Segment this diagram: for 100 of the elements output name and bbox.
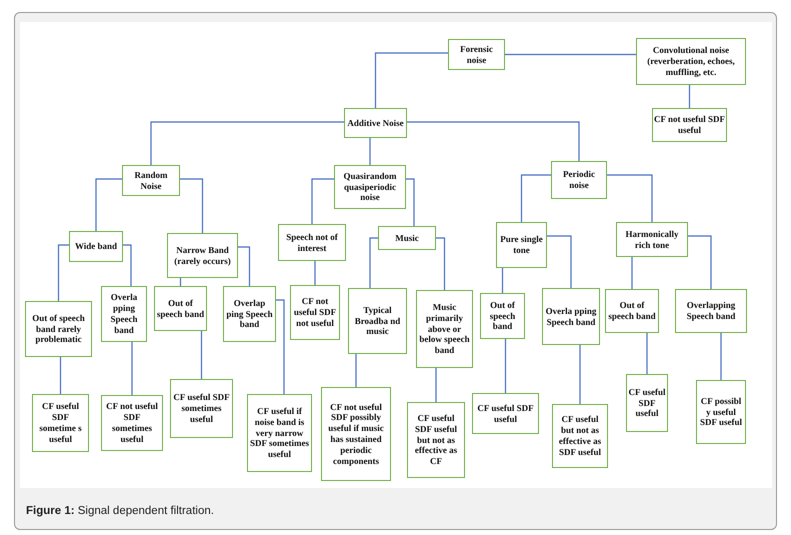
connector-line [505, 54, 636, 56]
category-box [636, 38, 746, 85]
box-label: Out of speech band [156, 298, 206, 320]
category-box [605, 289, 659, 333]
box-label: Typical Broadba nd music [354, 304, 402, 338]
box-label: CF not useful SDF not useful [292, 296, 338, 329]
category-box [448, 39, 505, 70]
category-box [170, 379, 233, 438]
box-label: Random Noise [133, 170, 168, 192]
category-box [32, 394, 89, 452]
box-label: Out of speech band rarely problematic [31, 312, 86, 346]
connector-line [631, 257, 633, 289]
category-box [378, 226, 436, 250]
connector-line [200, 331, 202, 379]
category-box [101, 395, 163, 451]
connector-line [374, 52, 448, 108]
connector-line [436, 237, 446, 290]
connector-line [314, 261, 316, 285]
box-label: CF useful but not as effective as SDF useful [558, 414, 602, 458]
connector-line [95, 178, 122, 231]
category-box [334, 165, 406, 209]
connector-line [720, 333, 722, 380]
figure-caption: Figure 1: Signal dependent filtration. [26, 505, 214, 517]
connector-line [238, 246, 250, 286]
connector-line [504, 339, 506, 393]
box-label: CF not useful SDF sometimes useful [105, 401, 159, 445]
box-label: Pure single tone [499, 234, 544, 256]
box-label: Music [394, 232, 420, 244]
connector-line [435, 368, 437, 402]
box-label: CF useful SDF sometimes useful [172, 392, 231, 425]
connector-line [311, 178, 334, 224]
box-label: Harmonically rich tone [624, 228, 680, 250]
category-box [167, 233, 238, 278]
box-label: CF possibl y useful SDF useful [699, 396, 743, 428]
category-box [154, 286, 207, 331]
box-label: Quasirandom quasiperiodic noise [342, 170, 398, 204]
box-label: Additive Noise [346, 118, 405, 128]
box-label: CF useful SDF useful [476, 402, 535, 424]
connector-line [355, 354, 357, 387]
box-label: Wide band [74, 241, 118, 252]
connector-line [276, 299, 285, 394]
category-box [223, 286, 276, 342]
category-box [69, 231, 123, 262]
box-label: Out of speech band [488, 300, 516, 332]
category-box [616, 222, 688, 257]
category-box [472, 393, 539, 434]
category-box [321, 387, 391, 481]
category-box [551, 161, 607, 199]
category-box [101, 286, 147, 342]
connector-line [607, 174, 653, 222]
box-label: CF useful SDF useful [628, 386, 666, 420]
connector-line [646, 333, 648, 374]
category-box [25, 301, 92, 357]
connector-line [131, 342, 133, 395]
category-box [675, 289, 747, 333]
box-label: Forensic noise [459, 44, 494, 66]
box-label: Periodic noise [562, 169, 596, 191]
category-box [480, 293, 525, 339]
box-label: Music primarily above or below speech band [418, 302, 471, 356]
category-box [416, 290, 473, 368]
connector-line [123, 244, 132, 286]
box-label: Overla pping Speech band [110, 292, 138, 336]
connector-line [180, 178, 204, 233]
box-label: CF useful if noise band is very narrow SDF sometimes useful [249, 406, 310, 460]
category-box [344, 108, 407, 138]
category-box [626, 374, 668, 432]
box-label: Out of speech band [607, 300, 657, 322]
box-label: Overla pping Speech band [544, 306, 598, 328]
connector-line [579, 345, 581, 404]
category-box [652, 108, 727, 142]
connector-line [547, 235, 572, 288]
connector-line [688, 235, 712, 289]
category-box [247, 394, 312, 472]
box-label: CF not useful SDF possibly useful if music has sustained periodic components [327, 402, 385, 466]
box-label: CF useful SDF sometime s useful [38, 401, 83, 445]
connector-line [520, 174, 551, 222]
box-label: Overlap ping Speech band [225, 298, 274, 330]
box-label: Overlapping Speech band [686, 300, 736, 322]
connector-line [407, 121, 580, 161]
connector-line [58, 244, 69, 301]
connector-line [60, 357, 62, 394]
category-box [278, 224, 346, 261]
category-box [348, 288, 407, 354]
connector-line [369, 237, 378, 288]
category-box [122, 165, 180, 196]
category-box [542, 288, 600, 345]
connector-line [688, 85, 690, 108]
box-label: CF useful SDF useful but not as effective as CF [414, 413, 458, 467]
connector-line [369, 138, 371, 165]
category-box [407, 402, 465, 478]
connector-line [406, 178, 415, 226]
box-label: Speech not of interest [285, 232, 339, 254]
category-box [496, 222, 547, 268]
category-box [552, 404, 608, 468]
box-label: Narrow Band (rarely occurs) [173, 244, 232, 266]
connector-line [502, 268, 504, 293]
box-label: Convolutional noise (reverberation, echoes, muffling, etc. [646, 45, 736, 78]
category-box [696, 380, 746, 444]
category-box [290, 285, 340, 340]
connector-line [150, 121, 344, 165]
